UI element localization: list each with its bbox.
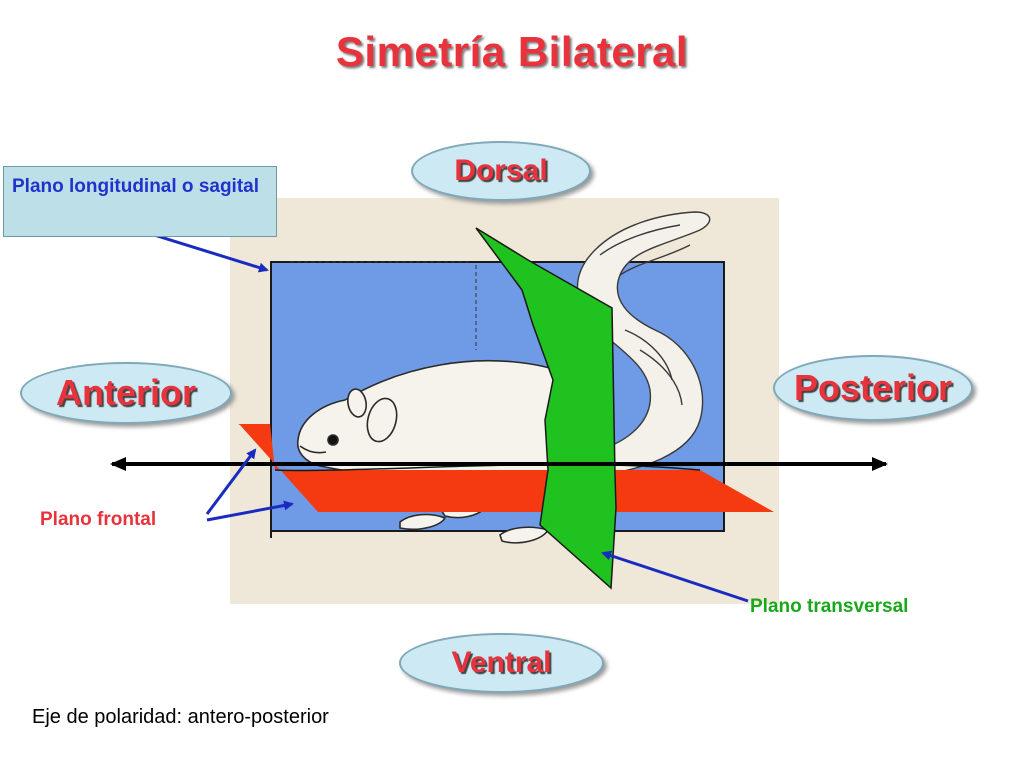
frontal-pointer-arrow-2 [206, 500, 294, 522]
posterior-text: Posterior [793, 367, 953, 408]
sagital-plane-label: Plano longitudinal o sagital [3, 166, 277, 237]
transversal-pointer-arrow [601, 550, 749, 603]
anterior-text: Anterior [55, 372, 196, 413]
dorsal-label: Dorsal [411, 141, 591, 201]
transversal-plane-label: Plano transversal [750, 596, 909, 617]
anterior-label: Anterior [20, 362, 232, 424]
ventral-label: Ventral [399, 633, 604, 693]
dorsal-text: Dorsal [454, 154, 548, 187]
frontal-plane [238, 424, 774, 512]
posterior-label: Posterior [773, 355, 973, 421]
frontal-pointer-arrow-1 [205, 448, 257, 515]
ventral-text: Ventral [451, 646, 552, 679]
frontal-plane-label: Plano frontal [40, 509, 157, 530]
polarity-axis-note: Eje de polaridad: antero-posterior [32, 706, 329, 728]
squirrel-tail [576, 211, 711, 476]
transversal-plane [475, 227, 617, 590]
slide-title: Simetría Bilateral [335, 28, 689, 75]
